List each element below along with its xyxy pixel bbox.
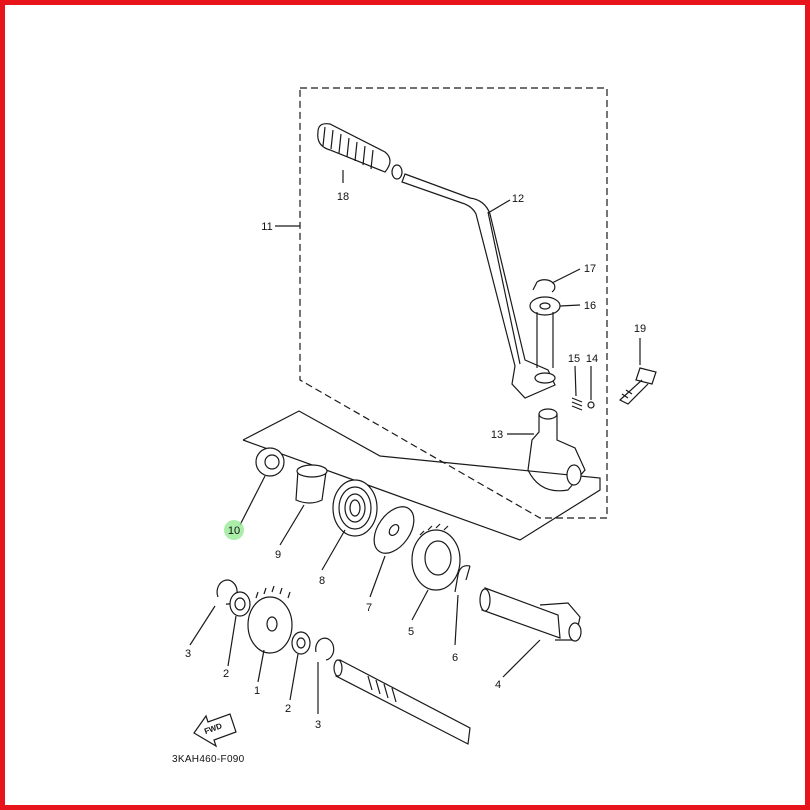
callout-7: 7 xyxy=(366,602,372,614)
callout-18: 18 xyxy=(337,191,349,203)
collar-9-part xyxy=(295,464,328,504)
dashed-group-box-kick-lever xyxy=(299,87,608,519)
washer-2-part xyxy=(229,591,251,617)
callout-17: 17 xyxy=(584,263,596,275)
kick-grip-part xyxy=(317,123,403,180)
callout-4: 4 xyxy=(495,679,501,691)
kick-gear-1-part xyxy=(247,585,293,654)
callout-3a: 3 xyxy=(185,648,191,660)
circlip-3b-part xyxy=(315,637,335,661)
diagram-code: 3KAH460-F090 xyxy=(172,754,245,765)
callout-2a: 2 xyxy=(223,668,229,680)
oil-seal-10-part xyxy=(255,447,285,477)
ratchet-wheel-5-part xyxy=(411,523,461,591)
callout-12: 12 xyxy=(512,193,524,205)
callout-6: 6 xyxy=(452,652,458,664)
kick-boss-13-part xyxy=(527,408,586,492)
highlight-callout-10 xyxy=(224,520,244,540)
kick-shaft-part xyxy=(333,659,471,745)
callout-5: 5 xyxy=(408,626,414,638)
torsion-spring-8-part xyxy=(332,479,378,537)
kick-crank-part xyxy=(401,173,556,399)
plate-washer-7-part xyxy=(373,506,415,554)
callout-8: 8 xyxy=(319,575,325,587)
fwd-arrow-icon xyxy=(193,713,237,748)
callout-13: 13 xyxy=(491,429,503,441)
callout-19: 19 xyxy=(634,323,646,335)
callout-9: 9 xyxy=(275,549,281,561)
spring-15-part xyxy=(571,397,583,411)
dashed-group-box-kick-axle xyxy=(242,410,601,541)
ball-14-part xyxy=(587,401,595,409)
circlip-17-part xyxy=(532,279,556,293)
callout-11: 11 xyxy=(261,221,272,233)
washer-2b-part xyxy=(291,631,311,655)
bolt-19-part xyxy=(618,367,657,405)
kick-axle-4-part xyxy=(479,587,582,642)
crank-boss-part xyxy=(536,312,554,368)
washer-16-part xyxy=(529,296,561,316)
callout-2b: 2 xyxy=(285,703,291,715)
callout-1: 1 xyxy=(254,685,260,697)
callout-16: 16 xyxy=(584,300,596,312)
clip-6-part xyxy=(454,565,471,593)
callout-14: 14 xyxy=(586,353,598,365)
callout-3b: 3 xyxy=(315,719,321,731)
callout-10: 10 xyxy=(228,525,240,537)
callout-15: 15 xyxy=(568,353,580,365)
